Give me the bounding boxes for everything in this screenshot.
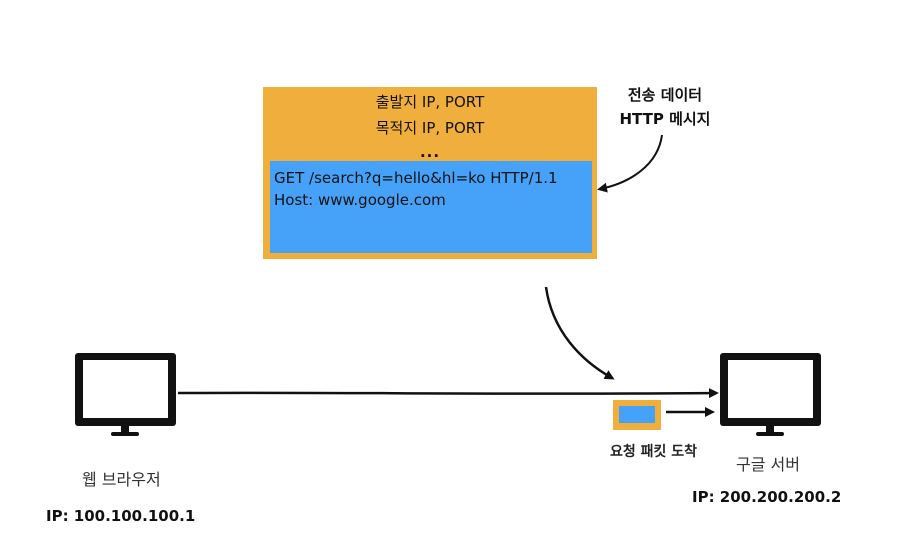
packet-payload: GET /search?q=hello&hl=ko HTTP/1.1 Host:… <box>270 161 592 253</box>
client-ip: IP: 100.100.100.1 <box>46 507 196 525</box>
packet-send-arrow <box>544 286 615 380</box>
server-label: 구글 서버 <box>736 455 800 474</box>
request-packet: 출발지 IP, PORT 목적지 IP, PORT ... GET /searc… <box>263 87 597 259</box>
payload-request-line: GET /search?q=hello&hl=ko HTTP/1.1 <box>274 169 558 187</box>
arrived-packet-payload <box>619 406 655 423</box>
client-monitor-icon <box>75 353 176 436</box>
packet-header-ellipsis: ... <box>419 143 441 161</box>
packet-header-source: 출발지 IP, PORT <box>375 93 485 111</box>
arrived-packet <box>613 400 661 430</box>
callout-title: 전송 데이터 <box>627 86 703 104</box>
arrived-packet-label: 요청 패킷 도착 <box>610 444 698 460</box>
transport-arrow <box>177 388 719 399</box>
server-ip: IP: 200.200.200.2 <box>692 488 842 506</box>
callout-arrow <box>597 134 663 193</box>
payload-host-line: Host: www.google.com <box>274 191 446 209</box>
client-label: 웹 브라우저 <box>82 470 161 489</box>
callout-subtitle: HTTP 메시지 <box>619 110 711 128</box>
server-monitor-icon <box>720 353 821 436</box>
packet-header-destination: 목적지 IP, PORT <box>375 119 485 137</box>
